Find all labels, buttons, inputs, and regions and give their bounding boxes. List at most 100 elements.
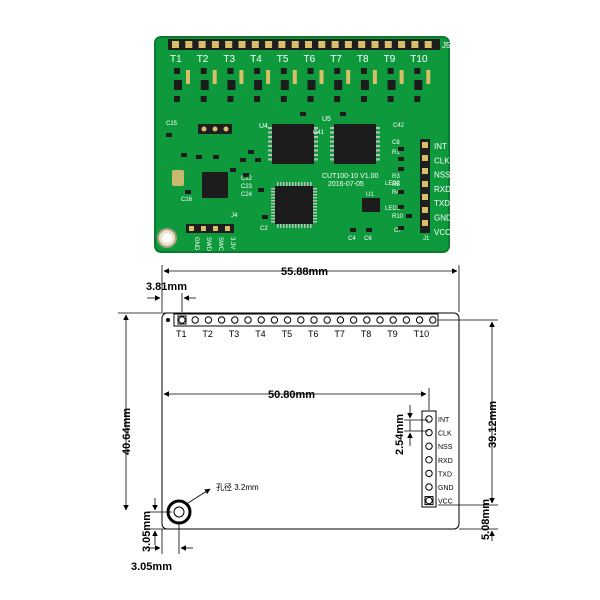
resistor xyxy=(360,68,367,74)
resistor xyxy=(307,68,314,74)
header-pin xyxy=(411,41,419,48)
chip-pin xyxy=(314,136,318,138)
resistor xyxy=(280,96,287,102)
mcu-pin xyxy=(313,200,317,202)
board-outline xyxy=(161,312,460,530)
chip-pin xyxy=(376,158,380,161)
mcu-pin xyxy=(310,182,312,186)
header-pin xyxy=(225,226,230,231)
right-header-pin-label: CLK xyxy=(438,431,452,438)
right-header-pin-label: GND xyxy=(434,214,452,223)
dim-hole-y: 3.05mm xyxy=(141,511,153,552)
channel-label: T5 xyxy=(282,329,293,339)
mcu-pin xyxy=(271,197,275,199)
passive-component xyxy=(398,147,404,151)
chip-pin xyxy=(268,131,272,134)
misc-label: C23 xyxy=(241,184,253,190)
chip-pin xyxy=(376,149,380,152)
passive-component xyxy=(350,228,356,232)
resistor xyxy=(239,70,244,84)
mcu-pin xyxy=(271,191,275,193)
header-pin xyxy=(358,41,366,48)
misc-label: J4 xyxy=(231,213,238,219)
right-header-pin-label: INT xyxy=(434,142,447,151)
header-pin xyxy=(425,483,433,491)
mcu-pin xyxy=(289,224,291,228)
resistor xyxy=(212,70,217,84)
bottom-header-pin-label: 3.3V xyxy=(229,237,235,249)
right-header-pin-label: TXD xyxy=(434,199,450,208)
header-pin xyxy=(297,316,305,324)
chip-pin xyxy=(268,136,272,138)
bottom-header-pin-label: GND xyxy=(193,237,199,251)
chip-pin xyxy=(376,154,380,156)
mcu-pin xyxy=(298,224,300,228)
transistor xyxy=(387,80,396,90)
header-pin xyxy=(422,181,428,187)
misc-label: C16 xyxy=(181,197,193,203)
mcu-pin xyxy=(271,218,275,220)
header-pin xyxy=(376,316,384,324)
misc-label: R3 xyxy=(392,174,400,180)
right-header-pin-label: RXD xyxy=(438,458,453,465)
header-pin xyxy=(189,226,194,231)
resistor xyxy=(254,68,261,74)
passive-component xyxy=(166,133,172,137)
passive-component xyxy=(230,168,236,172)
mcu-pin xyxy=(292,182,294,186)
transistor xyxy=(360,80,369,90)
chip-pin xyxy=(330,154,334,156)
chip-pin xyxy=(314,149,318,152)
chip-pin xyxy=(268,145,272,147)
right-header-pin-label: CLK xyxy=(434,156,450,165)
header-pin xyxy=(425,415,433,423)
mcu-pin xyxy=(271,194,275,196)
misc-label: R10 xyxy=(392,214,404,220)
chip-pin xyxy=(330,158,334,161)
mcu-pin xyxy=(280,224,282,228)
dim-hole-x: 3.05mm xyxy=(131,561,172,573)
mcu-pin xyxy=(304,182,306,186)
header-pin xyxy=(422,142,428,148)
mcu-pin xyxy=(310,224,312,228)
misc-label: R1 xyxy=(392,150,400,156)
hole-diameter-note: 孔径 3.2mm xyxy=(216,482,259,492)
mcu-pin xyxy=(313,209,317,211)
chip-pin xyxy=(314,154,318,156)
resistor xyxy=(186,70,190,84)
misc-label: J1 xyxy=(423,236,430,242)
header-pin xyxy=(415,316,424,324)
dim-height-left: 40.64mm xyxy=(121,408,133,455)
mcu-chip xyxy=(275,186,313,224)
mcu-pin xyxy=(289,182,291,186)
mcu-pin xyxy=(313,197,317,199)
header-pin xyxy=(257,316,265,324)
chip-pin xyxy=(330,136,334,138)
mcu-pin xyxy=(295,182,297,186)
mcu-pin xyxy=(304,224,306,228)
bottom-header-pin-label: SWC xyxy=(217,237,223,252)
channel-label: T6 xyxy=(304,54,316,65)
resistor xyxy=(254,96,261,102)
right-header-pin-label: TXD xyxy=(438,471,452,478)
header-pin xyxy=(178,316,186,324)
mcu-pin xyxy=(283,182,285,186)
header-pin xyxy=(213,226,218,231)
mcu-pin xyxy=(286,182,288,186)
chip-pin xyxy=(268,154,272,156)
header-pin xyxy=(402,316,411,324)
transistor xyxy=(254,80,263,90)
chip-u5 xyxy=(334,124,376,164)
resistor xyxy=(227,96,234,102)
chip-pin xyxy=(314,127,318,129)
mcu-pin xyxy=(292,224,294,228)
channel-label: T4 xyxy=(250,54,262,65)
right-header-pin-label: NSS xyxy=(434,171,450,180)
header-pin xyxy=(344,41,352,48)
passive-component xyxy=(258,188,264,192)
header-pin xyxy=(389,316,397,324)
channel-label: T8 xyxy=(361,329,372,339)
mcu-pin xyxy=(313,203,317,205)
resistor xyxy=(292,70,297,84)
